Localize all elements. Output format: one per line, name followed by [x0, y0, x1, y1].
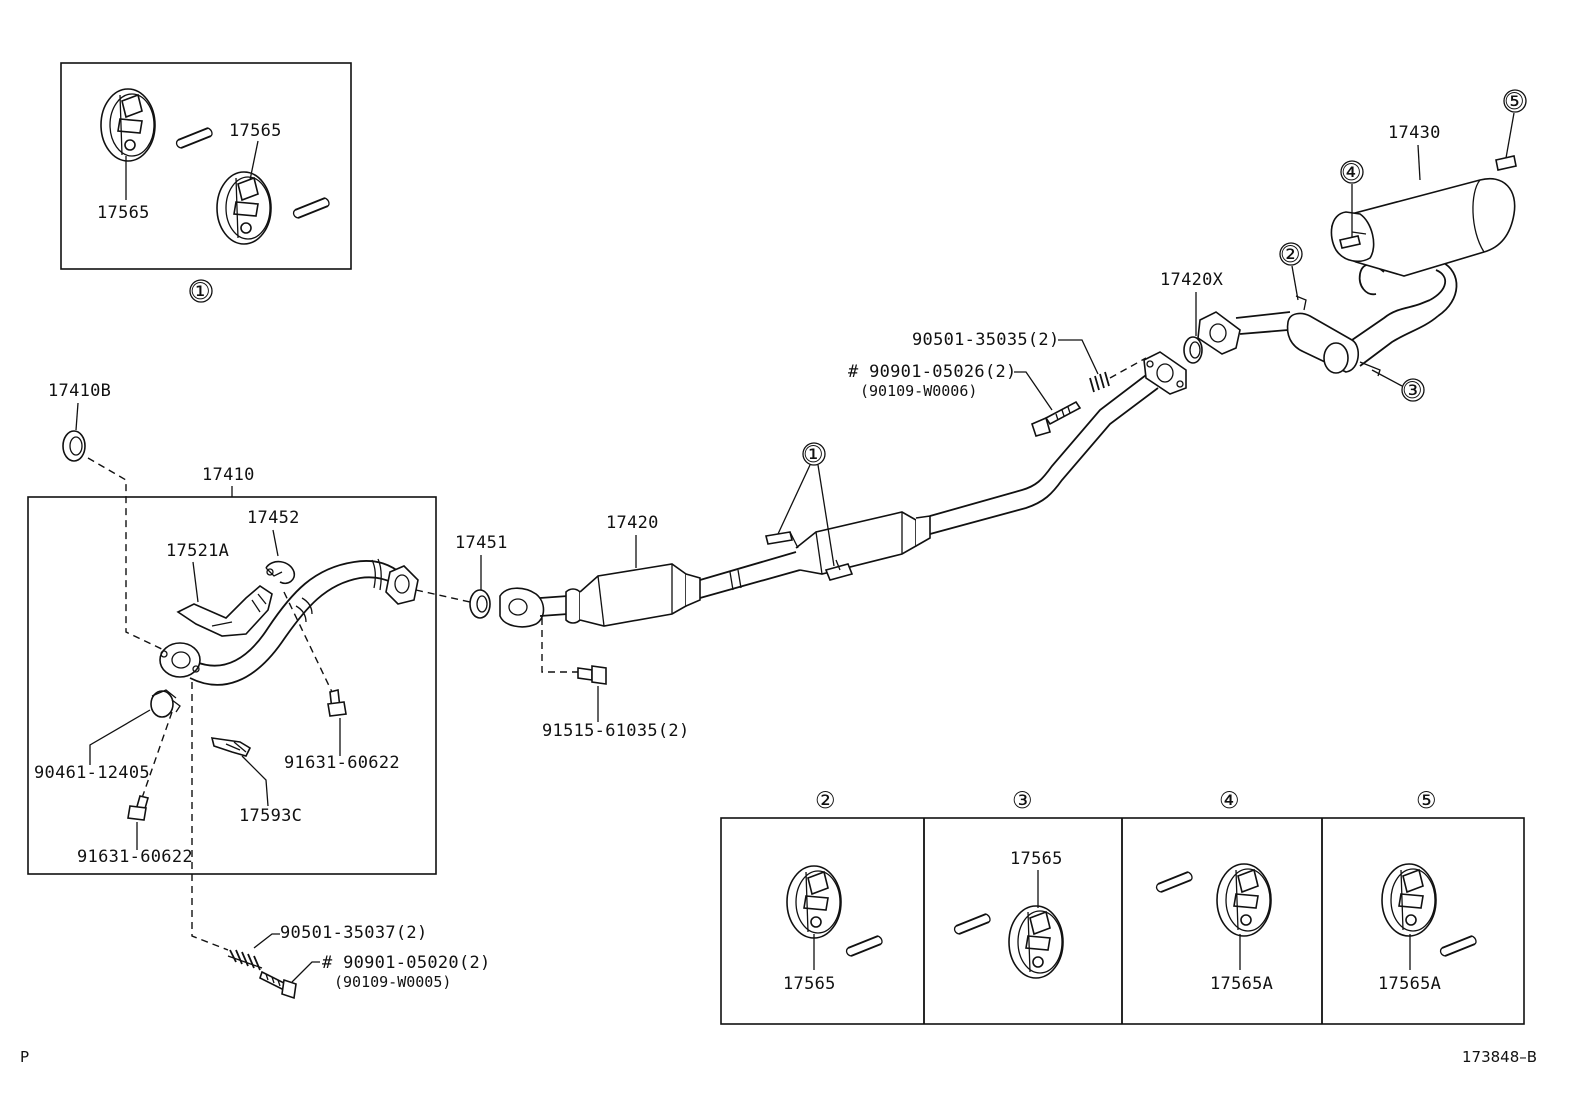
hanger-lower — [216, 171, 272, 245]
hanger-pin-upper — [175, 127, 213, 149]
hanger-panel: ② ③ ④ ⑤ 17565 17565 17565A 17565A — [720, 788, 1525, 1025]
spring-90501-35037 — [227, 949, 263, 971]
inset-1-label-lower: 17565 — [97, 203, 150, 223]
panel-callout-5: ⑤ — [1416, 788, 1437, 814]
panel-pin-4 — [1155, 871, 1193, 893]
panel-hanger-2 — [786, 865, 842, 939]
hanger-upper — [100, 88, 156, 162]
panel-hanger-4 — [1216, 863, 1272, 937]
inset-1-callout: ① — [190, 279, 211, 305]
panel-pin-2 — [845, 935, 883, 957]
bolt-90901-05026 — [1031, 400, 1082, 437]
leader-line — [249, 140, 259, 181]
callout-circle — [1401, 378, 1425, 402]
panel-pin-5 — [1439, 935, 1477, 957]
rear-callout-2-digit: ② — [1280, 242, 1301, 268]
panel-hanger-3 — [1008, 905, 1064, 979]
rear-callout-5-digit: ⑤ — [1504, 89, 1525, 115]
panel-label-4: 17565A — [1210, 974, 1273, 994]
hanger-bracket-rear — [824, 559, 854, 581]
front-pipe-17410 — [159, 558, 419, 686]
callout-circle — [189, 279, 213, 303]
panel-label-5: 17565A — [1378, 974, 1441, 994]
rear-callout-4-digit: ④ — [1341, 160, 1362, 186]
nut-90461-12405-label: 90461-12405 — [34, 763, 150, 783]
callout-circle — [1340, 160, 1364, 184]
bolt-90901-05020-label: # 90901-05020(2) — [322, 953, 491, 973]
shield-17593c-label: 17593C — [239, 806, 302, 826]
panel-label-3: 17565 — [1010, 849, 1063, 869]
callout-circle — [1279, 242, 1303, 266]
bolt-91631-60622-left-label: 91631-60622 — [77, 847, 193, 867]
rear-callout-3-digit: ③ — [1402, 378, 1423, 404]
bolt-91631-60622-right-label: 91631-60622 — [284, 753, 400, 773]
bolt-90901-05026-label: # 90901-05026(2) — [848, 362, 1017, 382]
bolt-90901-05020 — [259, 970, 297, 1000]
center-pipe-17420 — [499, 351, 1187, 628]
muffler-assembly-17430 — [1197, 155, 1517, 377]
muffler-17430-label: 17430 — [1388, 123, 1441, 143]
bolt-91631-60622-right — [327, 689, 347, 717]
panel-callout-2: ② — [815, 788, 836, 814]
center-callout-digit: ① — [803, 442, 824, 468]
front-pipe-box-label: 17410 — [202, 465, 255, 485]
hanger-pin-lower — [292, 197, 330, 219]
bolt-91515-61035 — [577, 665, 607, 685]
bolt-90109-w0005-label: (90109-W0005) — [334, 973, 451, 991]
callout-circle — [802, 442, 826, 466]
clamp-17452 — [265, 560, 296, 585]
footer-left-mark: P — [20, 1048, 29, 1066]
panel-hanger-5 — [1381, 863, 1437, 937]
spring-90501-35035-label: 90501-35035(2) — [912, 330, 1060, 350]
panel-pin-3 — [953, 913, 991, 935]
center-pipe-17420-label: 17420 — [606, 513, 659, 533]
center-section: 17420 — [499, 351, 1187, 741]
assembly-dashed-line — [87, 457, 169, 653]
front-section: 17410B 17410 17521A — [27, 381, 508, 1000]
panel-label-2: 17565 — [783, 974, 836, 994]
spring-90501-35035 — [1089, 371, 1110, 393]
nut-90461-12405 — [150, 689, 181, 718]
inset-1-label-upper: 17565 — [229, 121, 282, 141]
gasket-17410b — [62, 430, 86, 462]
bolt-90109-w0006-label: (90109-W0006) — [860, 382, 977, 400]
heat-shield-17521a-label: 17521A — [166, 541, 229, 561]
diagram-id: 173848–B — [1462, 1048, 1537, 1066]
bolt-91515-61035-label: 91515-61035(2) — [542, 721, 690, 741]
assembly-dashed-line — [191, 682, 229, 951]
gasket-17410b-label: 17410B — [48, 381, 111, 401]
shield-17593c — [210, 737, 252, 757]
gasket-17451-label: 17451 — [455, 533, 508, 553]
panel-callout-4: ④ — [1219, 788, 1240, 814]
callout-circle — [1503, 89, 1527, 113]
gasket-17451 — [469, 589, 491, 619]
spring-90501-35037-label: 90501-35037(2) — [280, 923, 428, 943]
gasket-17420x-label: 17420X — [1160, 270, 1224, 290]
hanger-bracket-front — [765, 531, 799, 549]
heat-shield-17521a — [176, 584, 273, 637]
bolt-91631-60622-left — [127, 795, 149, 821]
rear-section: 90501-35035(2) # 90901-05026(2) (90109-W… — [848, 89, 1527, 437]
front-pipe-box — [27, 496, 437, 875]
inset-hanger-set-1: 17565 17565 ① — [60, 62, 352, 305]
clamp-17452-label: 17452 — [247, 508, 300, 528]
panel-callout-3: ③ — [1012, 788, 1033, 814]
gasket-17420x — [1183, 336, 1203, 364]
